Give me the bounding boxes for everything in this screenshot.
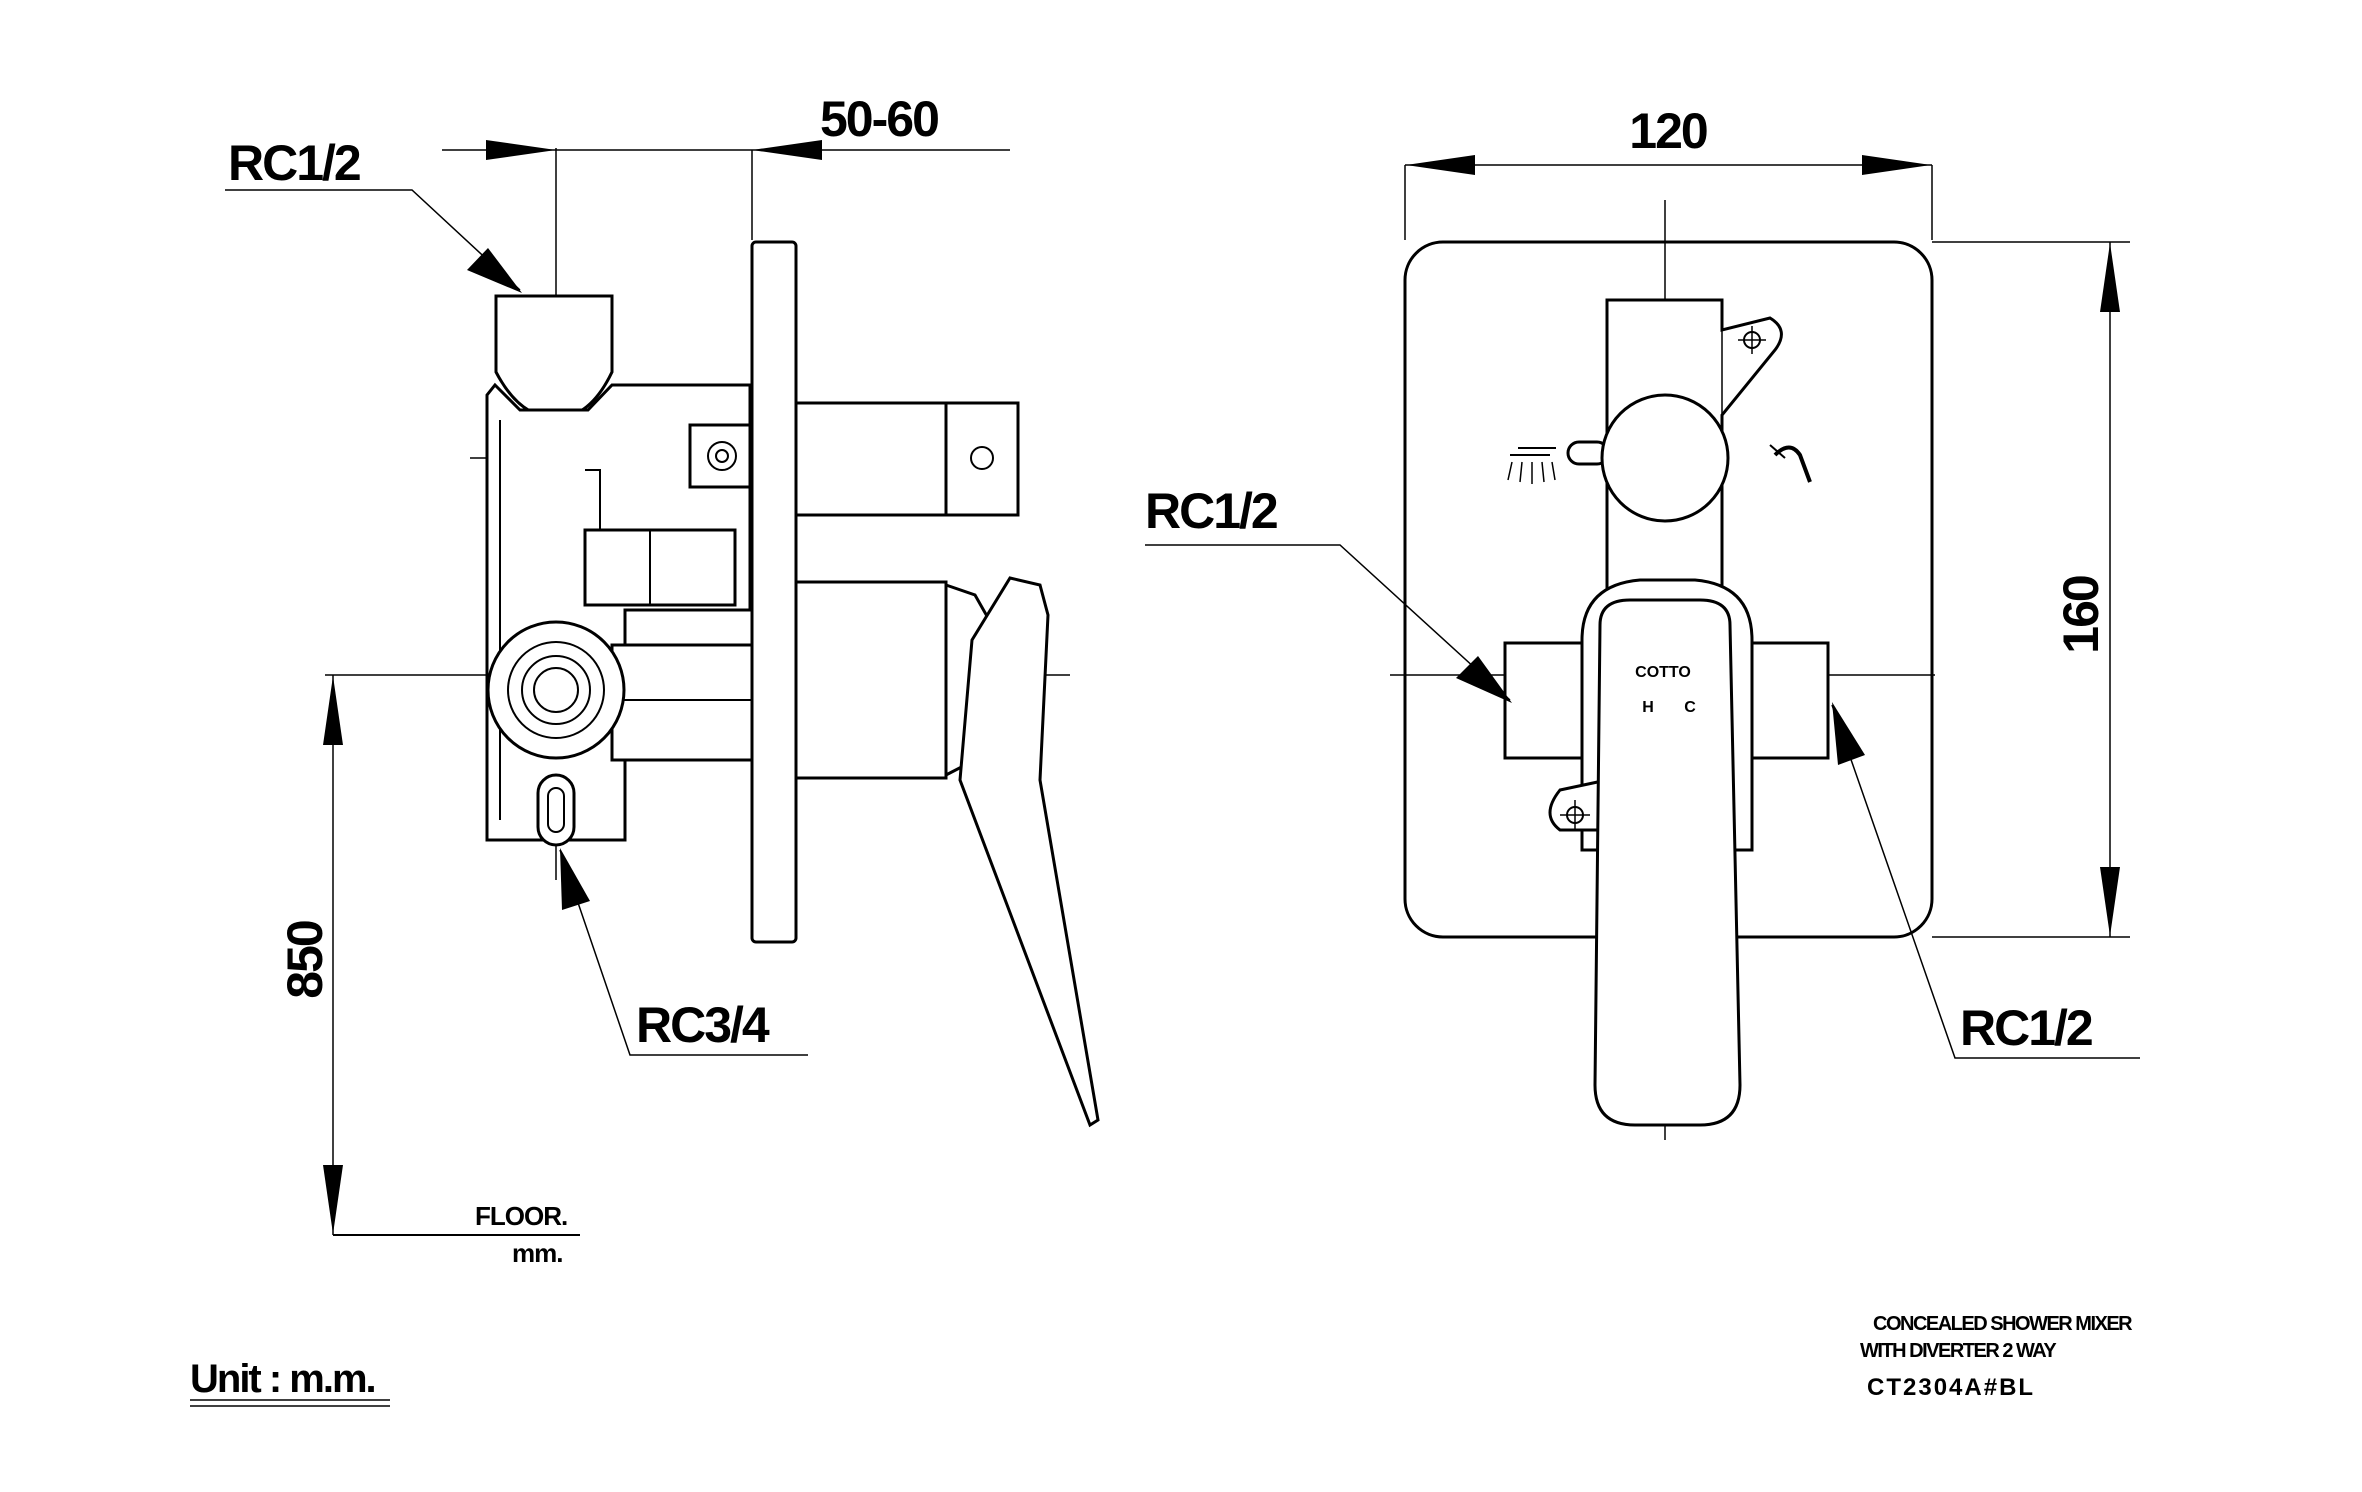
side-view: 50-60 RC1/2 RC3/4 850 FLOOR. mm.	[225, 91, 1100, 1268]
left-inlet-label: RC1/2	[1145, 483, 1277, 539]
drain-slot	[536, 773, 576, 847]
height-dim-label-front: 160	[2053, 576, 2109, 654]
depth-dim-label: 50-60	[820, 91, 938, 147]
front-view: COTTO H C 120 160 RC1/2 RC1/2	[1145, 103, 2140, 1140]
height-dim-label: 850	[277, 921, 333, 999]
top-outlet-label: RC1/2	[228, 135, 360, 191]
floor-unit-label: mm.	[512, 1238, 562, 1268]
cartridge-block	[583, 528, 737, 607]
bottom-inlet-leader	[559, 849, 808, 1056]
brand-mark: COTTO	[1635, 664, 1691, 681]
right-inlet-leader	[1831, 704, 2140, 1059]
wall-plate-side	[750, 240, 798, 944]
lever-handle	[958, 576, 1100, 1128]
top-outlet-port	[494, 294, 614, 420]
diverter-square	[688, 423, 752, 489]
shower-head-icon	[1507, 447, 1556, 484]
unit-label: Unit : m.m.	[190, 1357, 375, 1401]
mounting-ear	[1548, 778, 1609, 832]
left-inlet-leader	[1145, 544, 1511, 701]
width-dim-label: 120	[1629, 103, 1707, 159]
floor-label: FLOOR.	[475, 1201, 567, 1231]
hand-shower-icon	[1769, 444, 1812, 483]
bottom-inlet-label: RC3/4	[636, 997, 770, 1053]
hot-label: H	[1642, 699, 1654, 716]
notes: Unit : m.m. CONCEALED SHOWER MIXER WITH …	[190, 1313, 2135, 1407]
cold-label: C	[1684, 699, 1696, 716]
lever-front	[1593, 598, 1742, 1127]
right-inlet-label: RC1/2	[1960, 1000, 2092, 1056]
diverter-knob-front	[1600, 393, 1730, 523]
diverter-spindle	[794, 401, 948, 517]
model-number: CT2304A#BL	[1867, 1374, 2035, 1401]
left-inlet-front	[1503, 641, 1597, 760]
top-outlet-leader	[225, 189, 521, 291]
diverter-knob	[944, 401, 1020, 517]
lever-sleeve	[794, 580, 948, 780]
body-neck	[610, 643, 754, 762]
title-line-2: WITH DIVERTER 2 WAY	[1860, 1340, 2057, 1362]
title-line-1: CONCEALED SHOWER MIXER	[1873, 1313, 2133, 1335]
